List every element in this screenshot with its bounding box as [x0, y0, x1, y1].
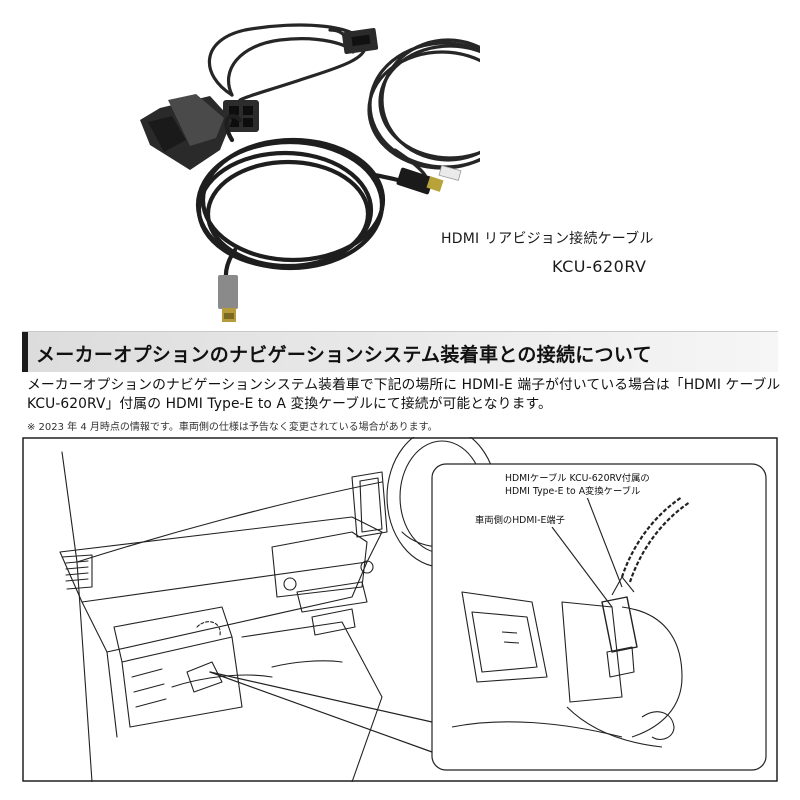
- product-model-number: KCU-620RV: [552, 257, 647, 276]
- body-line-2: KCU-620RV」付属の HDMI Type-E to A 変換ケーブルにて接…: [27, 396, 552, 412]
- port-label: 車両側のHDMI-E端子: [475, 514, 565, 527]
- bracket-icon: [140, 94, 232, 170]
- disclaimer-note: ※ 2023 年 4 月時点の情報です。車両側の仕様は予告なく変更されている場合…: [27, 422, 438, 433]
- section-marker: [22, 332, 28, 372]
- dashboard-diagram: [22, 437, 778, 782]
- usb-socket-icon: [341, 27, 379, 55]
- section-header: メーカーオプションのナビゲーションシステム装着車との接続について: [22, 331, 778, 372]
- hdmi-plug-bottom-icon: [218, 275, 238, 322]
- body-line-1: メーカーオプションのナビゲーションシステム装着車で下記の場所に HDMI-E 端…: [27, 377, 781, 393]
- junction-block-icon: [223, 100, 259, 132]
- product-photo: [140, 23, 480, 322]
- section-heading: メーカーオプションのナビゲーションシステム装着車との接続について: [36, 344, 652, 366]
- cable-label-line-1: HDMIケーブル KCU-620RV付属の: [505, 473, 650, 484]
- hdmi-plug-right-icon: [396, 167, 444, 195]
- product-caption-title: HDMI リアビジョン接続ケーブル: [441, 231, 654, 247]
- cable-label-line-2: HDMI Type-E to A変換ケーブル: [505, 486, 641, 497]
- small-connector-icon: [438, 165, 462, 181]
- body-paragraph: メーカーオプションのナビゲーションシステム装着車で下記の場所に HDMI-E 端…: [27, 376, 787, 414]
- cable-label: HDMIケーブル KCU-620RV付属の HDMI Type-E to A変換…: [505, 472, 650, 498]
